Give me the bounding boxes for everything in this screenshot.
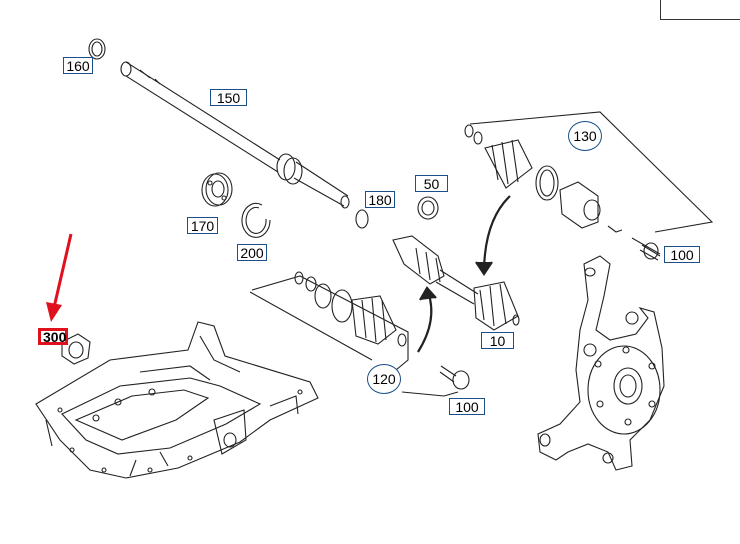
part-50 <box>417 196 439 220</box>
inner-cv-joint-kit-120 <box>249 271 445 397</box>
oil-pan <box>35 321 319 479</box>
part-label-50[interactable]: 50 <box>415 175 448 192</box>
part-label-100-lower[interactable]: 100 <box>449 398 485 415</box>
part-label-120[interactable]: 120 <box>367 364 401 394</box>
nut-300 <box>61 333 91 365</box>
part-label-300[interactable]: 300 <box>38 328 68 345</box>
part-label-150[interactable]: 150 <box>210 89 247 106</box>
circlip-180 <box>355 209 369 229</box>
part-label-100-upper[interactable]: 100 <box>664 246 700 263</box>
part-label-200[interactable]: 200 <box>237 244 267 261</box>
part-label-160[interactable]: 160 <box>63 57 93 74</box>
steering-knuckle <box>537 255 665 471</box>
assembly-arrows <box>417 195 511 353</box>
bolt-100-upper <box>631 237 661 261</box>
bearing-170 <box>201 172 233 207</box>
intermediate-shaft-150 <box>120 61 350 209</box>
part-label-130[interactable]: 130 <box>568 121 602 151</box>
snap-ring-200 <box>241 202 271 238</box>
highlight-arrow <box>46 233 73 322</box>
seal-ring-160 <box>88 38 106 60</box>
drive-shaft-10 <box>392 235 520 331</box>
part-label-10[interactable]: 10 <box>481 332 514 349</box>
part-label-180[interactable]: 180 <box>365 191 395 208</box>
corner-box <box>660 0 740 20</box>
outer-cv-joint-kit-130 <box>464 111 714 233</box>
bolt-100-lower <box>439 365 470 397</box>
part-label-170[interactable]: 170 <box>187 217 218 234</box>
